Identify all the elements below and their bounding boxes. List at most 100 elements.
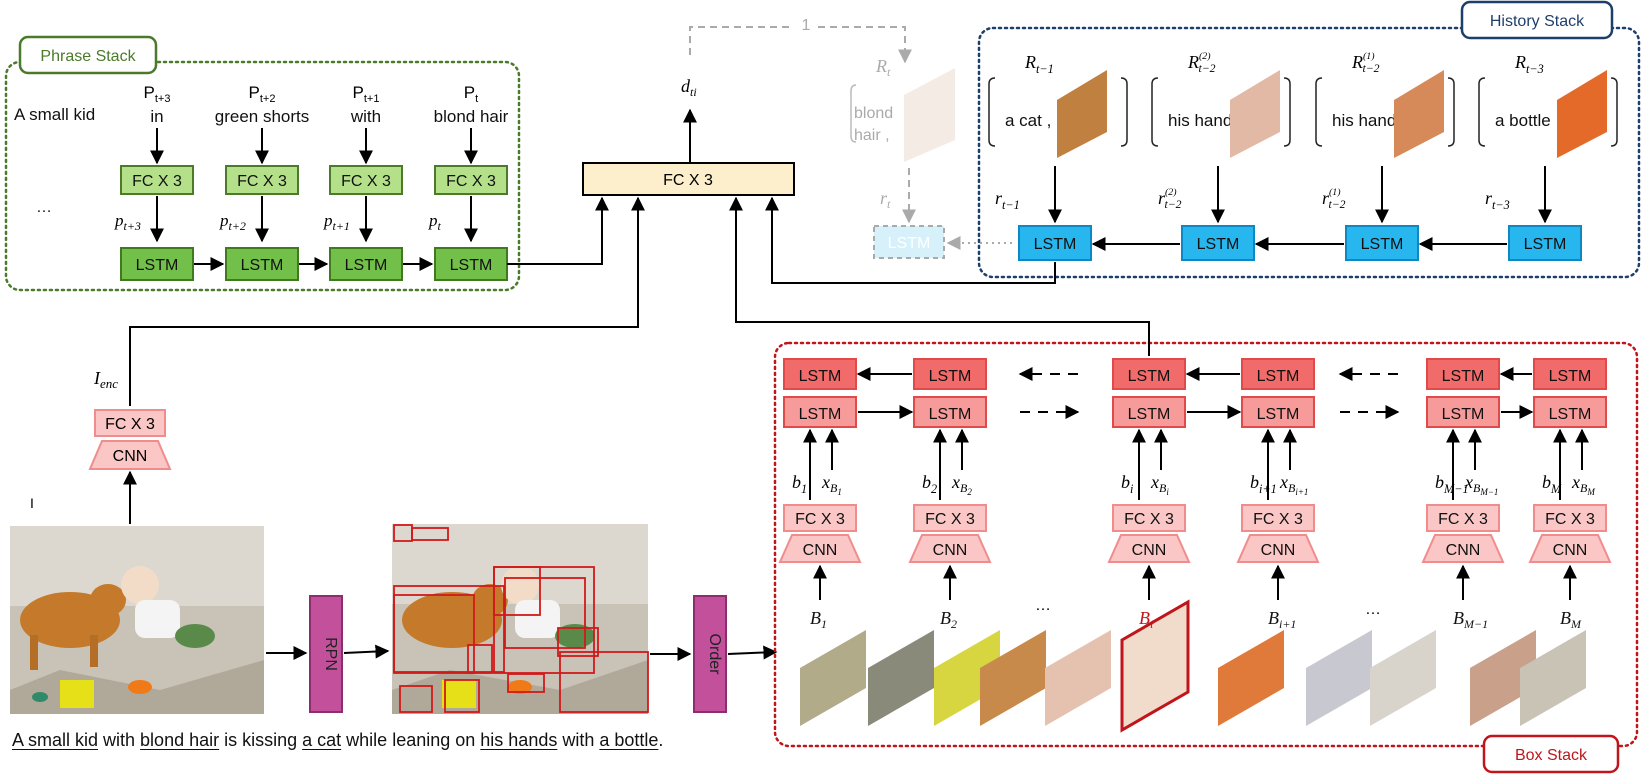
ghost-lstm — [873, 225, 945, 259]
svg-text:LSTM: LSTM — [1257, 368, 1300, 385]
phrase-lstm-block — [225, 247, 299, 281]
phrase-fc-block — [434, 165, 508, 195]
history-lstm-block — [1181, 225, 1255, 261]
svg-text:CNN: CNN — [1132, 542, 1167, 559]
box-ellipsis-2: … — [1365, 601, 1381, 618]
svg-text:CNN: CNN — [113, 448, 148, 465]
box-fc-block — [1533, 504, 1607, 532]
stray-mark: I — [30, 495, 34, 511]
history-r-label: rt−1 — [995, 188, 1020, 212]
input-photo — [10, 526, 264, 714]
history-phrase-text: a bottle , — [1495, 111, 1560, 130]
svg-text:FC X 3: FC X 3 — [1124, 511, 1174, 528]
box-crop-image — [1120, 599, 1190, 733]
box-fc-block — [783, 504, 857, 532]
order-block — [693, 595, 727, 713]
center-fc-group: FC X 3 dti 1 Rt blond hair , rt LSTM — [582, 17, 1012, 259]
box-lstm-bottom — [913, 396, 987, 428]
caption-phrase-1: A small kid — [12, 730, 99, 750]
box-x-label: xBM−1 — [1464, 472, 1498, 497]
history-r-label: r(1)t−2 — [1322, 187, 1346, 211]
svg-text:FC X 3: FC X 3 — [1438, 511, 1488, 528]
feedback-label: 1 — [802, 17, 811, 34]
phrase-p-label: pt+2 — [219, 211, 246, 233]
svg-text:LSTM: LSTM — [888, 235, 931, 252]
svg-text:LSTM: LSTM — [1128, 368, 1171, 385]
phrase-symbol: Pt+2 — [249, 83, 276, 105]
box-cnn-block — [1107, 534, 1191, 563]
box-B-label: B1 — [810, 608, 827, 631]
phrase-fc-block — [225, 165, 299, 195]
box-crop-image — [980, 630, 1046, 726]
box-lstm-top — [1533, 358, 1607, 390]
svg-text:FC X 3: FC X 3 — [1545, 511, 1595, 528]
phrase-text: blond hair — [434, 107, 509, 126]
box-b-label: bi+1 — [1250, 472, 1277, 496]
center-fc-label: FC X 3 — [663, 172, 713, 189]
svg-text:FC X 3: FC X 3 — [925, 511, 975, 528]
ghost-R-t: Rt — [875, 56, 891, 79]
box-b-label: b2 — [922, 472, 937, 496]
svg-text:LSTM: LSTM — [799, 368, 842, 385]
box-cnn-block — [778, 534, 862, 563]
box-x-label: xBi+1 — [1279, 472, 1308, 497]
I-enc: Ienc — [93, 368, 118, 391]
caption-phrase-3: a cat — [302, 730, 342, 750]
box-lstm-bottom — [1426, 396, 1500, 428]
svg-text:LSTM: LSTM — [1361, 236, 1404, 253]
phrase-p-label: pt — [428, 211, 442, 233]
box-crop-image — [1370, 630, 1436, 726]
box-cnn-block — [1528, 534, 1612, 563]
svg-text:FC X 3: FC X 3 — [132, 173, 182, 190]
box-fc-block — [1426, 504, 1500, 532]
phrase-lstm-block — [434, 247, 508, 281]
box-crop-image — [934, 630, 1000, 726]
history-r-label: rt−3 — [1485, 188, 1510, 212]
box-cnn-block — [908, 534, 992, 563]
history-crop-image — [1230, 70, 1280, 158]
svg-text:LSTM: LSTM — [799, 406, 842, 423]
history-stack: History Stack Rt−1a cat ,rt−1LSTMR(2)t−2… — [977, 0, 1641, 279]
box-B-label: BM — [1560, 608, 1582, 631]
ghost-phrase-2: hair , — [854, 127, 890, 144]
svg-text:LSTM: LSTM — [1257, 406, 1300, 423]
box-B-label: BM−1 — [1453, 608, 1488, 631]
phrase-fc-block — [120, 165, 194, 195]
svg-text:LSTM: LSTM — [1549, 406, 1592, 423]
box-stack-title: Box Stack — [1515, 747, 1588, 764]
caption-phrase-5: a bottle — [599, 730, 659, 750]
caption-phrase-2: blond hair — [140, 730, 220, 750]
box-lstm-top — [783, 358, 857, 390]
ghost-phrase-1: blond — [854, 105, 893, 122]
box-stack-tag — [1482, 734, 1620, 774]
history-crop-image — [1394, 70, 1444, 158]
box-crop-image — [1306, 630, 1372, 726]
caption-phrase-4: his hands — [480, 730, 558, 750]
box-B-label: B2 — [940, 608, 957, 631]
svg-text:CNN: CNN — [1553, 542, 1588, 559]
box-lstm-bottom — [783, 396, 857, 428]
history-R-label: R(2)t−2 — [1187, 51, 1216, 75]
box-lstm-top — [1241, 358, 1315, 390]
history-phrase-text: his hands , — [1168, 111, 1250, 130]
phrase-p-label: pt+3 — [114, 211, 141, 233]
phrase-stack-title: Phrase Stack — [40, 48, 136, 65]
phrase-symbol: Pt+3 — [144, 83, 171, 105]
svg-text:FC X 3: FC X 3 — [237, 173, 287, 190]
svg-text:LSTM: LSTM — [1442, 368, 1485, 385]
history-stack-title: History Stack — [1490, 13, 1585, 30]
history-lstm-block — [1508, 225, 1582, 261]
phrase-symbol: Pt+1 — [353, 83, 380, 105]
svg-text:CNN: CNN — [1261, 542, 1296, 559]
